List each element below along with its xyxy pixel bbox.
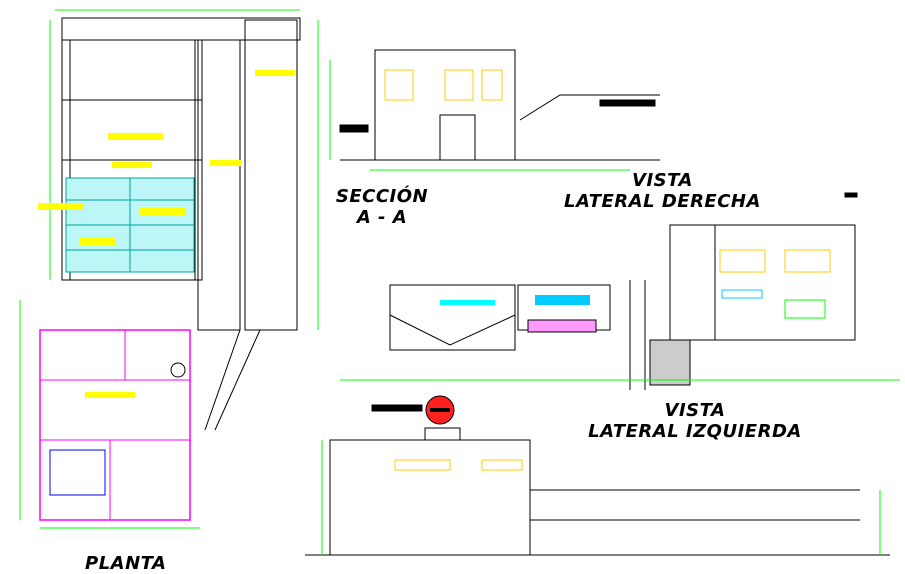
plan-view — [39, 17, 301, 521]
section-a-a — [339, 49, 660, 161]
left-view-title: VISTA LATERAL IZQUIERDA — [585, 400, 805, 442]
left-side-view — [305, 395, 890, 556]
left-view-title-line1: VISTA — [664, 400, 726, 421]
left-view-title-line2: LATERAL IZQUIERDA — [588, 421, 802, 442]
plan-labels — [38, 70, 295, 398]
section-title: SECCIÓN A - A — [322, 186, 442, 228]
right-view-title-line2: LATERAL DERECHA — [564, 191, 761, 212]
right-side-view — [669, 192, 858, 341]
section-dimensions — [329, 60, 630, 171]
section-title-line1: SECCIÓN — [335, 186, 429, 207]
right-view-title-line1: VISTA — [632, 170, 693, 191]
mid-section-tanks — [389, 280, 691, 390]
right-view-title: VISTA LATERAL DERECHA — [555, 170, 770, 212]
plan-title: PLANTA — [85, 553, 175, 574]
left-side-dimensions — [321, 379, 900, 555]
plan-title-text: PLANTA — [85, 553, 167, 574]
plan-dimensions — [19, 9, 319, 529]
section-title-line2: A - A — [356, 207, 408, 228]
